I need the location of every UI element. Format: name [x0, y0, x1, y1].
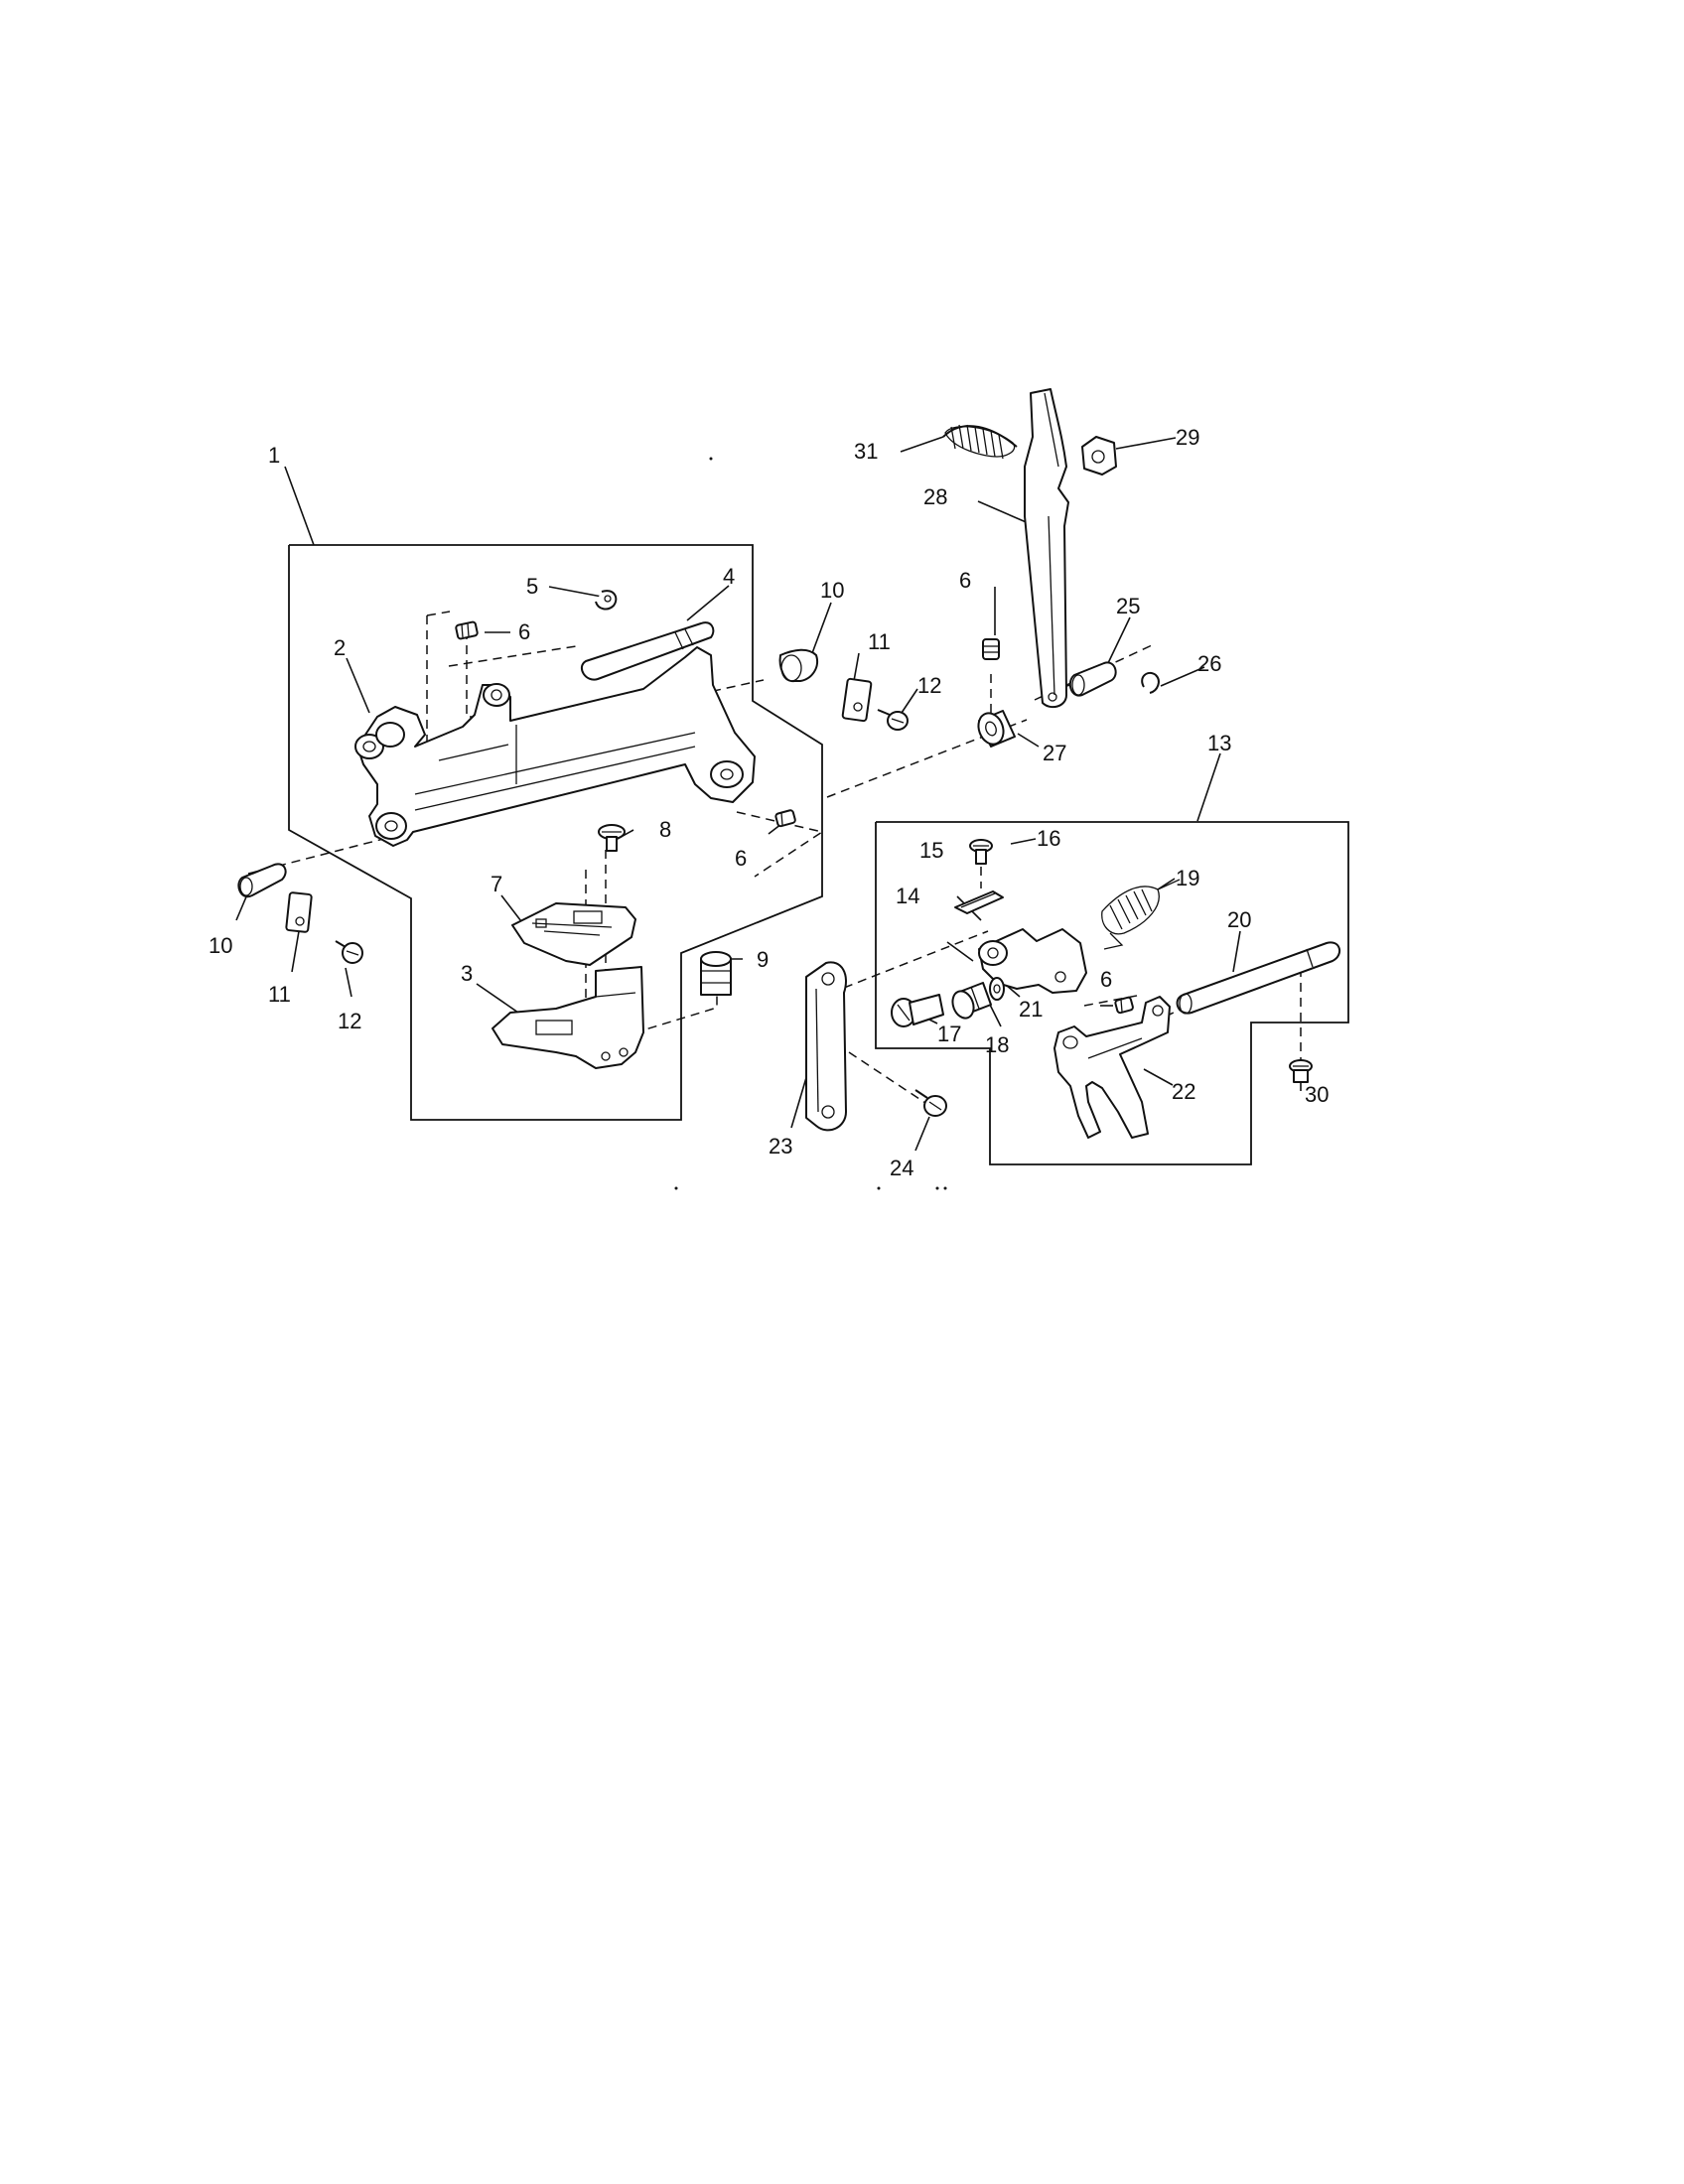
label-27: 27	[1043, 741, 1066, 765]
part-11-plate-a	[841, 677, 873, 723]
scan-speck	[709, 457, 713, 461]
label-24: 24	[890, 1156, 913, 1180]
scan-speck	[877, 1186, 881, 1190]
label-31: 31	[854, 439, 878, 464]
part-4-shaft	[580, 621, 715, 681]
label-30: 30	[1305, 1082, 1329, 1107]
part-11-plate-b	[285, 891, 313, 933]
part-26-e-ring	[1141, 671, 1160, 694]
label-6-c: 6	[959, 568, 971, 593]
label-18: 18	[985, 1032, 1009, 1057]
label-10-a: 10	[820, 578, 844, 603]
part-18-roller	[951, 982, 992, 1020]
part-22-bracket	[1053, 996, 1171, 1139]
part-6-set-screw-a	[455, 620, 479, 640]
label-6-b: 6	[735, 846, 747, 871]
part-17-shoulder-screw	[891, 994, 944, 1027]
part-20-shaft	[1176, 941, 1341, 1015]
label-25: 25	[1116, 594, 1140, 618]
label-26: 26	[1197, 651, 1221, 676]
part-12-screw-a	[877, 709, 909, 731]
label-21: 21	[1019, 997, 1043, 1022]
part-9-bushing	[700, 951, 732, 996]
label-14: 14	[896, 884, 919, 908]
label-3: 3	[461, 961, 473, 986]
label-6-a: 6	[518, 619, 530, 644]
assembly-1-outline	[288, 544, 823, 1121]
label-6-d: 6	[1100, 967, 1112, 992]
label-11-b: 11	[268, 982, 291, 1007]
part-5-e-ring	[595, 590, 618, 611]
part-2-frame	[354, 646, 756, 847]
part-6-set-screw-b	[774, 809, 796, 828]
label-1: 1	[268, 443, 280, 468]
part-27-collar	[977, 710, 1016, 748]
part-6-set-screw-c	[982, 638, 1000, 660]
part-3-bracket	[491, 966, 644, 1069]
part-7-feed-block	[511, 902, 636, 966]
part-8-screw	[598, 824, 626, 852]
label-10-b: 10	[209, 933, 232, 958]
label-9: 9	[757, 947, 769, 972]
label-7: 7	[491, 872, 502, 896]
assembly-13-outline	[875, 821, 1349, 1165]
scan-speck	[943, 1186, 947, 1190]
label-12-b: 12	[338, 1009, 361, 1033]
label-2: 2	[334, 635, 346, 660]
label-5: 5	[526, 574, 538, 599]
label-22: 22	[1172, 1079, 1195, 1104]
part-25-pin	[1068, 661, 1117, 697]
part-16-screw	[969, 839, 993, 865]
part-24-screw	[914, 1089, 947, 1117]
label-13: 13	[1207, 731, 1231, 755]
label-28: 28	[923, 484, 947, 509]
label-11-a: 11	[868, 629, 891, 654]
part-10-pin-b	[237, 863, 287, 898]
part-28-lever	[1024, 388, 1069, 709]
part-12-screw-b	[335, 940, 363, 964]
label-4: 4	[723, 564, 735, 589]
part-21-washer	[989, 977, 1005, 1001]
part-6-set-screw-d	[1114, 996, 1134, 1015]
part-number-labels: 1 2 3 4 5 6 6 6 6 7 8 9 10 10 11 11 12 1…	[209, 425, 1329, 1180]
label-20: 20	[1227, 907, 1251, 932]
part-10-pin-a	[778, 648, 818, 683]
label-17: 17	[937, 1022, 961, 1046]
part-31-spring	[942, 424, 1018, 460]
part-23-link-plate	[805, 961, 847, 1132]
scan-speck	[674, 1186, 678, 1190]
label-12-a: 12	[917, 673, 941, 698]
label-23: 23	[769, 1134, 792, 1159]
label-8: 8	[659, 817, 671, 842]
label-15: 15	[919, 838, 943, 863]
part-15-plate	[954, 890, 1004, 914]
label-29: 29	[1176, 425, 1199, 450]
scan-speck	[935, 1186, 939, 1190]
label-16: 16	[1037, 826, 1060, 851]
part-29-nut	[1081, 436, 1117, 476]
part-30-screw	[1289, 1059, 1313, 1083]
label-19: 19	[1176, 866, 1199, 890]
part-19-spring	[1101, 879, 1181, 950]
